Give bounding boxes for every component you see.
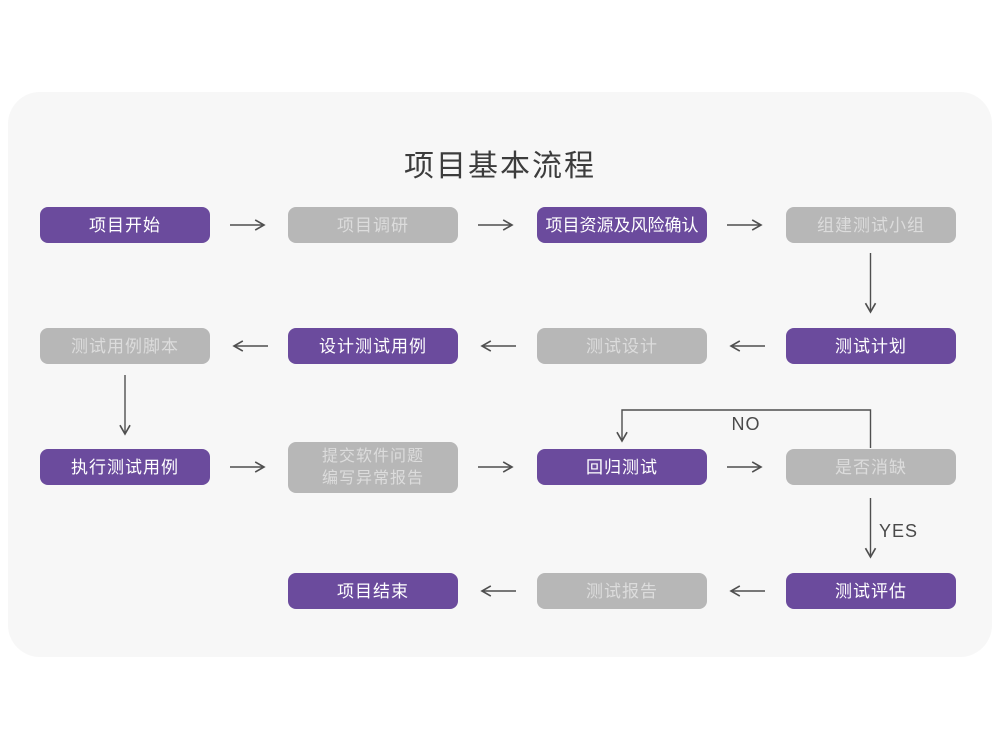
flowchart-card [8,92,992,657]
node-project-research: 项目调研 [288,207,458,243]
node-project-start: 项目开始 [40,207,210,243]
node-label: 项目结束 [337,581,409,601]
node-label: 测试报告 [586,581,658,601]
node-submit-issue-report: 提交软件问题 编写异常报告 [288,442,458,493]
node-test-evaluate: 测试评估 [786,573,956,609]
node-label: 测试评估 [835,581,907,601]
node-test-design: 测试设计 [537,328,707,364]
node-label: 测试设计 [586,336,658,356]
node-build-test-team: 组建测试小组 [786,207,956,243]
page-title: 项目基本流程 [404,150,596,183]
node-test-case-script: 测试用例脚本 [40,328,210,364]
node-label: 项目开始 [89,215,161,235]
node-label-line2: 编写异常报告 [321,469,424,487]
node-label: 项目调研 [337,215,409,235]
node-resource-risk-confirm: 项目资源及风险确认 [537,207,707,243]
branch-label-yes: YES [879,521,919,541]
node-label: 是否消缺 [835,457,907,477]
node-label: 测试用例脚本 [71,336,179,356]
node-regression-test: 回归测试 [537,449,707,485]
node-label-line1: 提交软件问题 [321,447,424,465]
node-label: 回归测试 [586,457,658,477]
node-test-report: 测试报告 [537,573,707,609]
branch-label-no: NO [731,414,761,434]
node-project-end: 项目结束 [288,573,458,609]
node-label: 设计测试用例 [319,336,427,356]
node-execute-test-case: 执行测试用例 [40,449,210,485]
node-label: 执行测试用例 [71,457,179,477]
node-test-plan: 测试计划 [786,328,956,364]
node-label: 项目资源及风险确认 [545,215,699,235]
node-defect-cleared-check: 是否消缺 [786,449,956,485]
node-label: 测试计划 [835,336,907,356]
node-design-test-case: 设计测试用例 [288,328,458,364]
node-label: 组建测试小组 [817,215,925,235]
